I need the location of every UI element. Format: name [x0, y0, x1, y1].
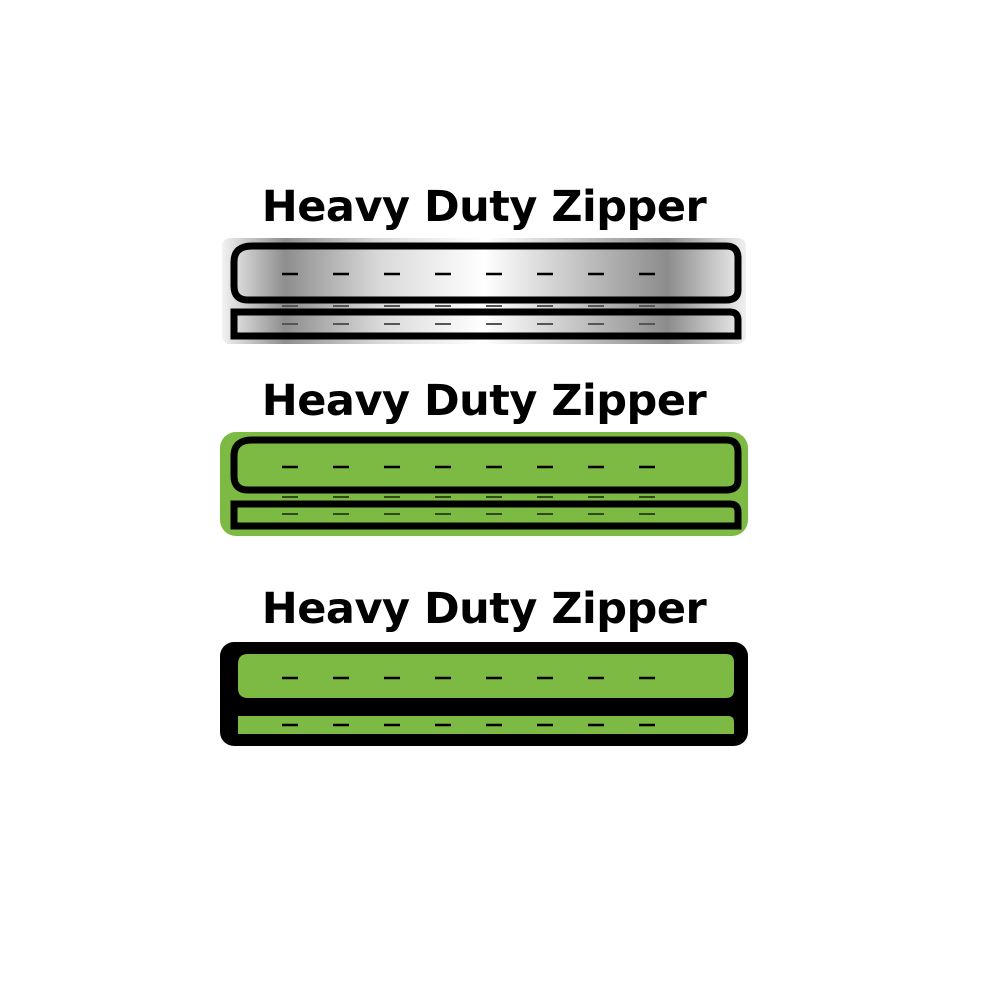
zipper-title-silver: Heavy Duty Zipper	[261, 182, 707, 232]
green-solid-zipper-icon	[218, 638, 750, 748]
silver-zipper-icon	[218, 236, 750, 346]
green-outline-zipper-icon	[218, 430, 750, 540]
zipper-title-green-outline: Heavy Duty Zipper	[261, 376, 707, 426]
zipper-title-green-solid: Heavy Duty Zipper	[261, 584, 707, 634]
